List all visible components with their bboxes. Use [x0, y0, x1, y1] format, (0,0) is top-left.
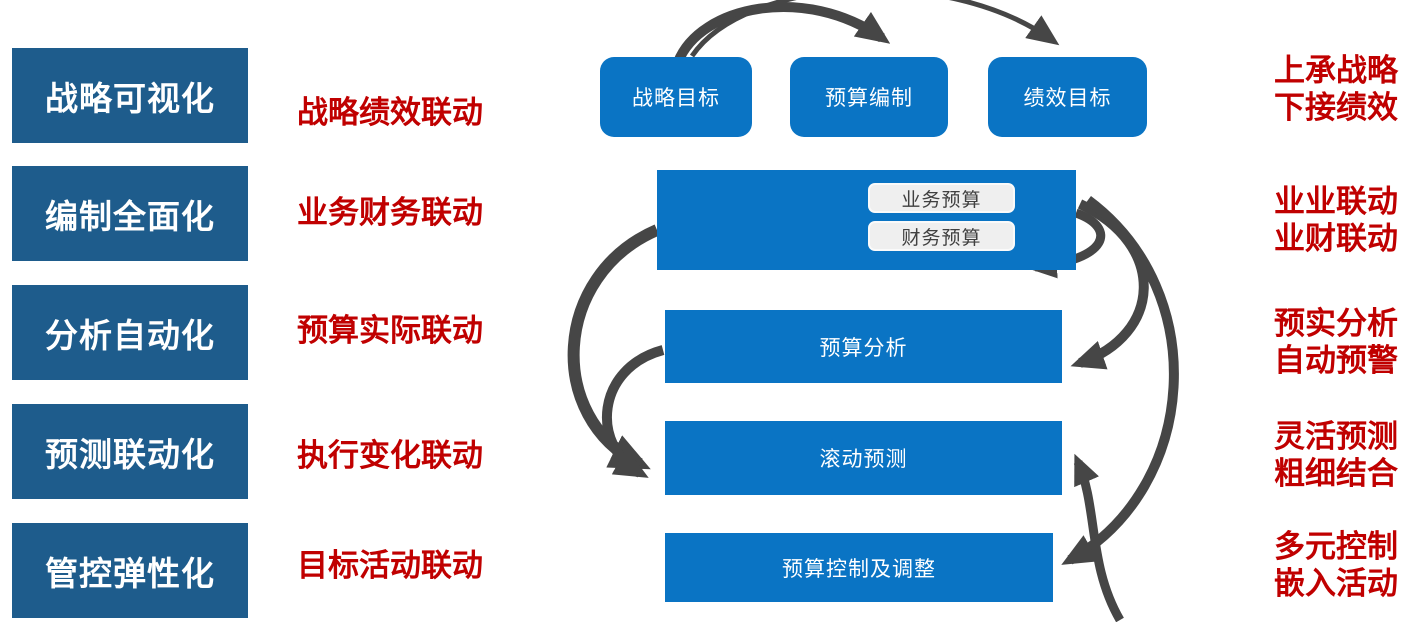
flow-box-label: 滚动预测 [819, 448, 908, 471]
stage-box-compile-full: 编制全面化 [12, 166, 248, 261]
flow-box-rolling-forecast: 滚动预测 [665, 421, 1062, 495]
benefit-line: 预实分析 [1274, 306, 1398, 341]
flow-box-compile-container: 业务预算 财务预算 [657, 170, 1076, 270]
linkage-label-execution-change: 执行变化联动 [297, 438, 483, 473]
flow-box-label: 战略目标 [632, 87, 720, 110]
flow-box-label: 预算控制及调整 [782, 557, 936, 581]
benefit-line: 业财联动 [1274, 221, 1398, 256]
linkage-label-budget-actual: 预算实际联动 [297, 313, 483, 348]
flow-box-budget-compilation: 预算编制 [790, 57, 948, 137]
chip-label: 财务预算 [901, 227, 982, 249]
arrow-compile-to-control-icon [1061, 195, 1179, 565]
arrow-compile-to-analysis-icon [1070, 199, 1149, 370]
flow-box-performance-goals: 绩效目标 [988, 57, 1147, 137]
stage-label: 分析自动化 [45, 316, 215, 354]
flow-box-strategic-goals: 战略目标 [600, 57, 752, 137]
linkage-label-target-activity: 目标活动联动 [297, 548, 483, 583]
flow-box-label: 绩效目标 [1023, 87, 1112, 110]
benefit-line: 下接绩效 [1274, 90, 1398, 125]
benefit-line: 上承战略 [1274, 53, 1398, 88]
benefit-line: 多元控制 [1274, 529, 1398, 564]
benefit-line: 自动预警 [1274, 343, 1398, 378]
flow-box-label: 预算编制 [825, 87, 913, 110]
arrow-bottom-to-rolling-icon [1073, 453, 1124, 622]
flow-box-label: 预算分析 [819, 336, 908, 360]
stage-box-analysis-auto: 分析自动化 [12, 285, 248, 380]
stage-box-strategy-visual: 战略可视化 [12, 48, 248, 143]
benefit-line: 业业联动 [1274, 184, 1398, 219]
linkage-label-business-finance: 业务财务联动 [297, 195, 483, 230]
benefit-label-flexible-forecast: 灵活预测 粗细结合 [1274, 418, 1414, 492]
stage-box-forecast-linked: 预测联动化 [12, 404, 248, 499]
arrow-strategy-to-budgeting-icon [673, 2, 891, 65]
benefit-line: 嵌入活动 [1274, 566, 1398, 601]
chip-label: 业务预算 [901, 189, 982, 211]
flow-box-budget-control-adjust: 预算控制及调整 [665, 533, 1053, 602]
stage-label: 预测联动化 [45, 435, 215, 473]
benefit-label-analysis-warning: 预实分析 自动预警 [1274, 305, 1414, 379]
arrow-strategy-to-performance-icon [689, 0, 1060, 58]
benefit-label-strategy-performance: 上承战略 下接绩效 [1274, 52, 1414, 126]
arrow-analysis-to-rolling-icon [602, 345, 665, 478]
benefit-line: 灵活预测 [1274, 419, 1398, 454]
chip-business-budget: 业务预算 [868, 183, 1015, 213]
arrow-compile-to-rolling-icon [567, 224, 660, 470]
flow-box-budget-analysis: 预算分析 [665, 310, 1062, 383]
stage-box-control-flexible: 管控弹性化 [12, 523, 248, 618]
benefit-label-multi-control: 多元控制 嵌入活动 [1274, 528, 1414, 602]
stage-label: 管控弹性化 [45, 554, 215, 592]
linkage-label-strategy-performance: 战略绩效联动 [297, 95, 483, 130]
stage-label: 编制全面化 [45, 197, 215, 235]
benefit-line: 粗细结合 [1274, 456, 1398, 491]
benefit-label-business-linkage: 业业联动 业财联动 [1274, 183, 1414, 257]
stage-label: 战略可视化 [45, 79, 215, 117]
chip-finance-budget: 财务预算 [868, 221, 1015, 251]
